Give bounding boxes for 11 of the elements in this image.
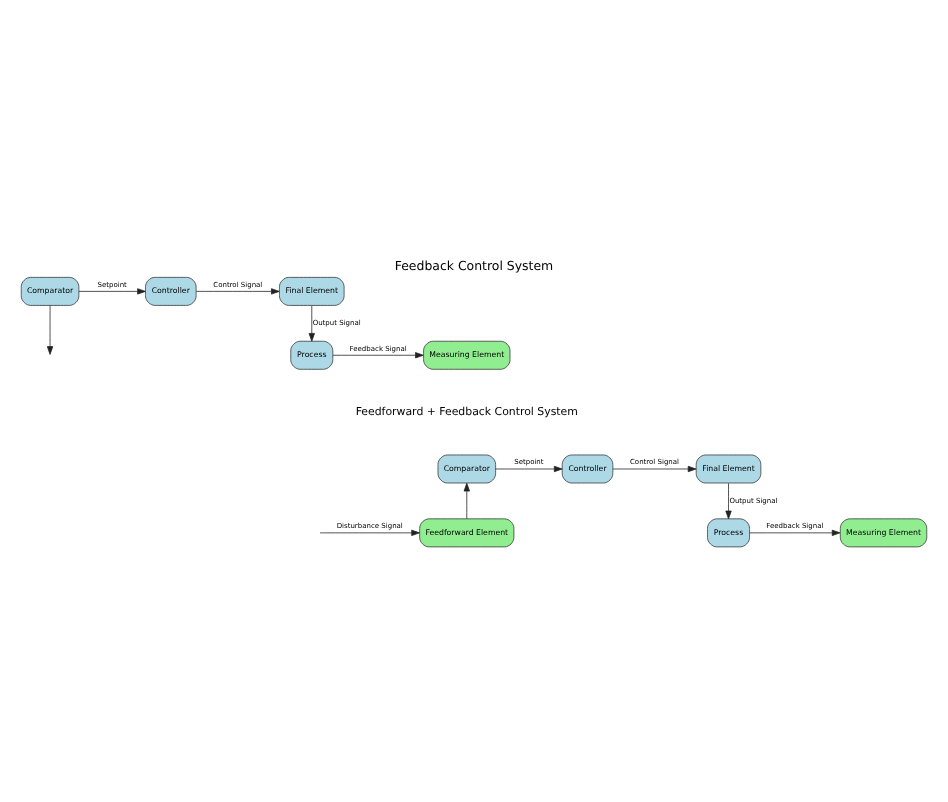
arrow — [46, 304, 54, 354]
arrow — [195, 287, 280, 294]
arrow — [319, 528, 420, 535]
arrow — [749, 528, 841, 535]
arrow — [463, 481, 470, 519]
arrow — [495, 464, 563, 472]
arrow — [725, 481, 732, 519]
arrow — [78, 287, 146, 294]
arrow — [612, 464, 697, 472]
arrow — [332, 351, 424, 358]
arrow — [308, 304, 315, 341]
